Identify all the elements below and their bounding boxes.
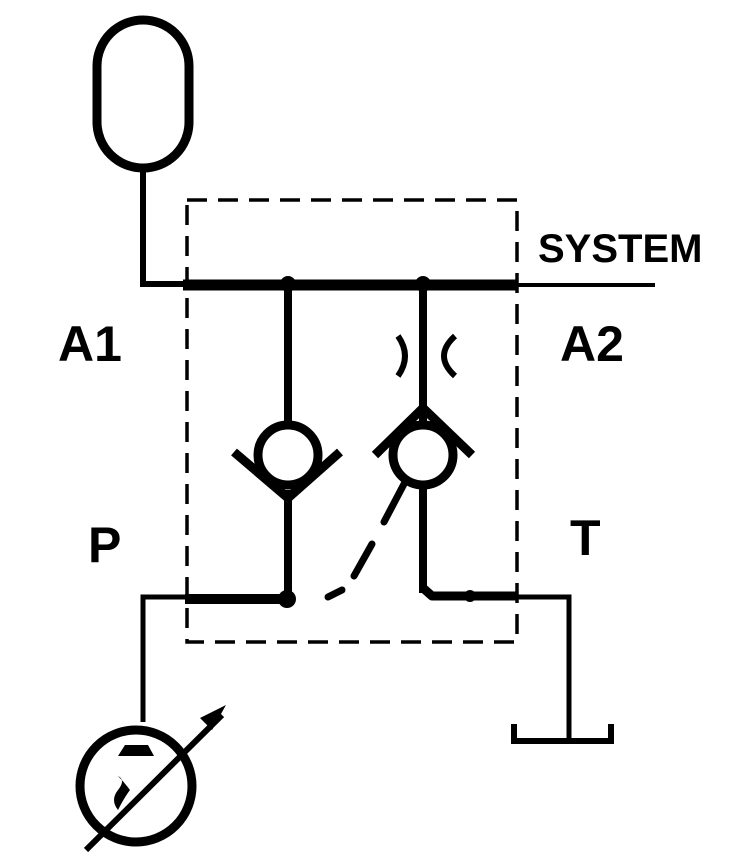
accumulator-icon	[92, 15, 194, 287]
pressure-line	[140, 590, 296, 722]
system-label: SYSTEM	[538, 227, 702, 271]
left-branch	[280, 276, 296, 600]
right-branch	[415, 276, 431, 593]
variable-pump-icon	[75, 705, 226, 853]
port-p-label: P	[88, 517, 121, 573]
port-a2-label: A2	[560, 316, 624, 372]
tank-icon	[511, 724, 614, 744]
port-a1-label: A1	[58, 316, 122, 372]
pilot-line	[324, 480, 408, 601]
port-t-label: T	[570, 510, 601, 566]
throttle-icon	[395, 333, 458, 379]
valve-block-outline	[185, 198, 519, 644]
pilot-check-valve-icon	[371, 401, 476, 490]
check-valve-icon	[231, 420, 343, 504]
tank-line	[420, 584, 572, 740]
